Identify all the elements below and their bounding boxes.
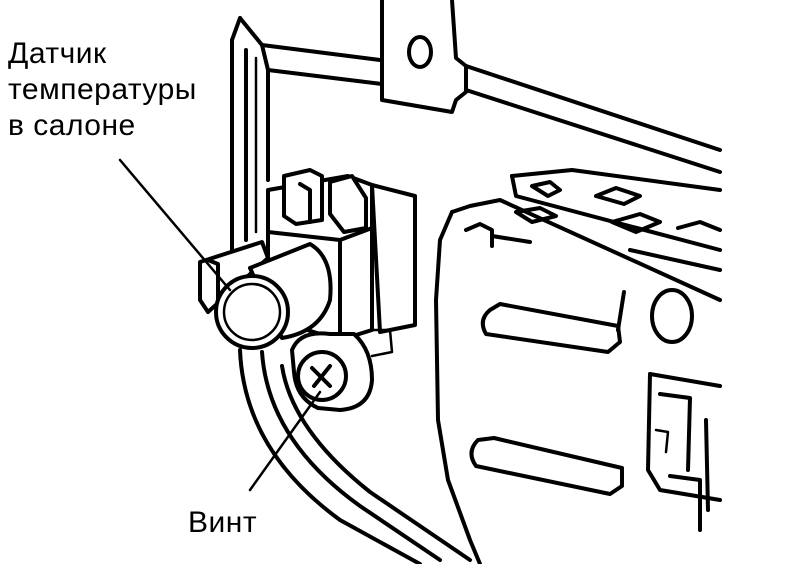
sensor-cylinder — [214, 242, 333, 350]
screw-callout-label: Винт — [188, 506, 258, 539]
leader-line-sensor — [118, 158, 232, 292]
leader-line-screw — [248, 390, 322, 492]
screw-ear — [290, 328, 394, 412]
sensor-label-line-2: температуры — [8, 73, 197, 106]
left-frame-rails — [230, 38, 270, 252]
right-panel — [434, 168, 722, 566]
mounting-tab — [380, 0, 468, 114]
sensor-callout-label: Датчик температуры в салоне — [8, 36, 197, 144]
sensor-label-line-1: Датчик — [8, 37, 107, 70]
upper-panel-edge — [230, 16, 722, 174]
bezel-curve — [238, 348, 472, 566]
sensor-label-line-3: в салоне — [8, 109, 136, 142]
